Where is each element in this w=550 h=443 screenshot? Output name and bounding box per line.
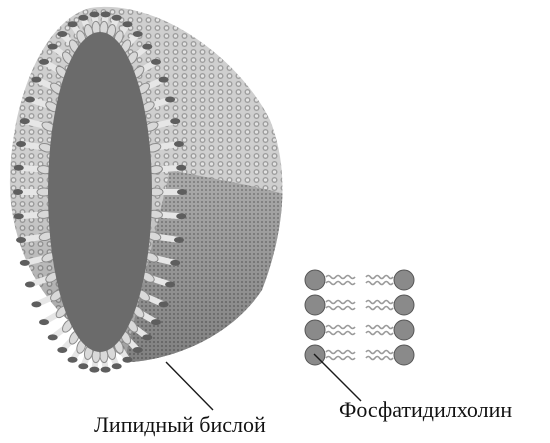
molecule-tail-right [366, 282, 393, 285]
bilayer-outer-head [31, 301, 41, 307]
bilayer-outer-head [57, 31, 67, 37]
molecule-tail-right [366, 276, 393, 279]
bilayer-outer-head [14, 213, 24, 219]
bilayer-outer-head [39, 59, 49, 65]
bilayer-outer-head [142, 334, 152, 340]
bilayer-outer-head [159, 77, 169, 83]
molecule-tail-left [326, 326, 355, 329]
bilayer-outer-head [101, 11, 111, 17]
bilayer-outer-head [78, 15, 88, 21]
molecule-head-left [305, 295, 325, 315]
bilayer-outer-head [16, 237, 26, 243]
molecule-tail-left [326, 332, 355, 335]
molecule-tail-right [366, 326, 393, 329]
bilayer-outer-head [48, 334, 58, 340]
bilayer-outer-head [14, 165, 24, 171]
molecule-tail-right [366, 301, 393, 304]
liposome-core [48, 32, 152, 352]
bilayer-outer-head [151, 59, 161, 65]
molecule-tail-left [326, 276, 355, 279]
molecule-head-right [394, 345, 414, 365]
bilayer-outer-head [20, 118, 30, 124]
molecule-head-right [394, 270, 414, 290]
bilayer-outer-head [174, 237, 184, 243]
bilayer-leader-line [166, 362, 213, 410]
phosphatidylcholine-molecules [305, 270, 414, 365]
bilayer-outer-head [122, 21, 132, 27]
label-lipid-bilayer: Липидный бислой [94, 414, 266, 436]
bilayer-outer-head [25, 97, 35, 103]
bilayer-outer-head [112, 363, 122, 369]
bilayer-outer-head [142, 44, 152, 50]
bilayer-outer-head [78, 363, 88, 369]
bilayer-outer-head [89, 367, 99, 373]
bilayer-outer-head [16, 141, 26, 147]
molecule-tail-right [366, 351, 393, 354]
molecule-tail-right [366, 307, 393, 310]
bilayer-outer-head [151, 319, 161, 325]
bilayer-outer-head [176, 213, 186, 219]
label-phosphatidylcholine: Фосфатидилхолин [339, 399, 512, 421]
bilayer-outer-head [68, 357, 78, 363]
bilayer-outer-head [68, 21, 78, 27]
bilayer-outer-head [20, 260, 30, 266]
bilayer-outer-head [177, 189, 187, 195]
molecule-tail-left [326, 307, 355, 310]
bilayer-outer-head [89, 11, 99, 17]
bilayer-outer-head [122, 357, 132, 363]
molecule-tail-left [326, 301, 355, 304]
molecule-tail-left [326, 282, 355, 285]
bilayer-outer-head [101, 367, 111, 373]
molecule-tail-right [366, 357, 393, 360]
molecule-head-right [394, 320, 414, 340]
bilayer-outer-head [133, 31, 143, 37]
bilayer-outer-head [170, 260, 180, 266]
molecule-tail-left [326, 357, 355, 360]
molecule-tail-right [366, 332, 393, 335]
bilayer-outer-head [165, 97, 175, 103]
phosphatidylcholine-leader-line [314, 354, 361, 401]
molecule-head-left [305, 270, 325, 290]
bilayer-outer-head [39, 319, 49, 325]
bilayer-outer-head [174, 141, 184, 147]
molecule-tail-left [326, 351, 355, 354]
bilayer-outer-head [31, 77, 41, 83]
molecule-head-left [305, 320, 325, 340]
bilayer-outer-head [25, 281, 35, 287]
molecule-head-right [394, 295, 414, 315]
bilayer-outer-head [48, 44, 58, 50]
bilayer-outer-head [57, 347, 67, 353]
bilayer-outer-head [133, 347, 143, 353]
bilayer-outer-head [165, 281, 175, 287]
bilayer-outer-head [170, 118, 180, 124]
bilayer-outer-head [112, 15, 122, 21]
bilayer-outer-head [176, 165, 186, 171]
bilayer-outer-head [159, 301, 169, 307]
bilayer-outer-head [13, 189, 23, 195]
